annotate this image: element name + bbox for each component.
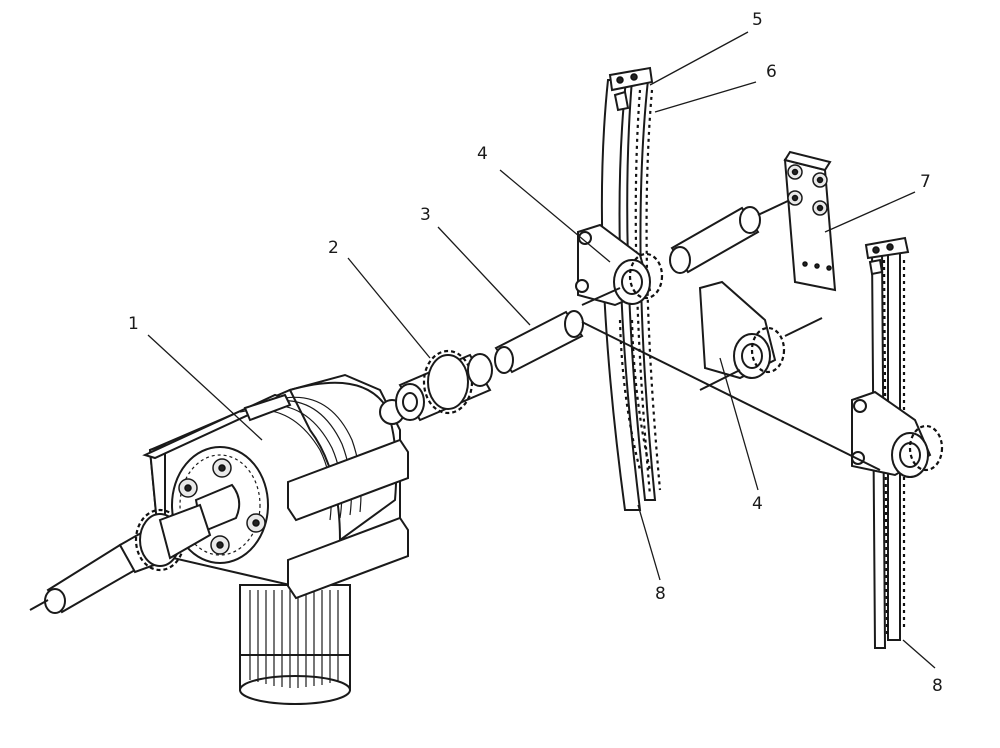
- lower-sprocket-bracket: [698, 280, 823, 391]
- output-shaft-sprocket: [29, 503, 212, 614]
- motor-body: [239, 584, 351, 705]
- leader-lines: [147, 31, 936, 669]
- callout-label-5: 5: [752, 10, 763, 30]
- upper-axis-line: [581, 287, 621, 306]
- motor-gearbox-assembly: [29, 373, 409, 705]
- idler-roller: [669, 199, 791, 274]
- callout-label-2: 2: [328, 238, 339, 258]
- callout-label-1: 1: [128, 314, 139, 334]
- upper-sprocket-bracket: [575, 223, 664, 307]
- callout-label-8-right: 8: [932, 676, 943, 696]
- right-sprocket-bracket: [851, 390, 944, 478]
- callout-label-3: 3: [420, 205, 431, 225]
- mounting-plate: [783, 150, 837, 292]
- callout-label-8-left: 8: [655, 584, 666, 604]
- drive-shaft: [494, 310, 584, 374]
- callout-label-7: 7: [920, 172, 931, 192]
- coupling-sprocket: [395, 349, 493, 422]
- callout-label-4-bottom: 4: [752, 494, 763, 514]
- gearbox-housing: [142, 373, 409, 600]
- callout-label-4-top: 4: [477, 144, 488, 164]
- callout-label-6: 6: [766, 62, 777, 82]
